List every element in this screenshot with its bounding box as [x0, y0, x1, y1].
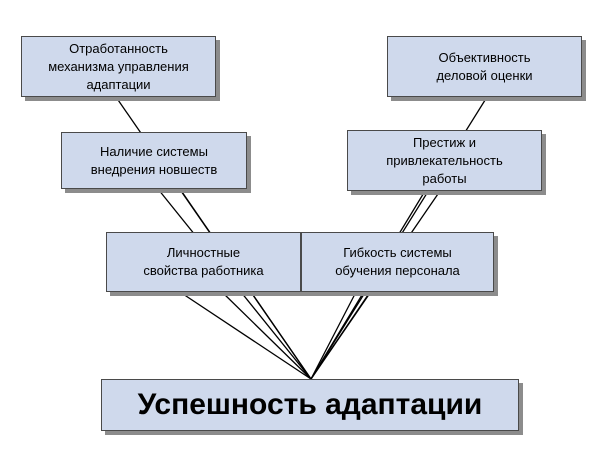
connector-personal-2 — [221, 291, 312, 380]
factor-box-objectivity: Объективность деловой оценки — [387, 36, 582, 97]
factor-box-training: Гибкость системы обучения персонала — [301, 232, 494, 292]
connector-training-1 — [310, 291, 357, 380]
factor-label-objectivity: Объективность деловой оценки — [436, 49, 533, 83]
factor-box-prestige: Престиж и привлекательность работы — [347, 130, 542, 191]
factor-box-personal: Личностные свойства работника — [106, 232, 301, 292]
factor-box-innovation: Наличие системы внедрения новшеств — [61, 132, 247, 189]
result-box: Успешность адаптации — [101, 379, 519, 431]
factor-label-training: Гибкость системы обучения персонала — [335, 245, 460, 278]
factor-label-mechanism: Отработанность механизма управления адап… — [48, 40, 189, 92]
connector-personal-1 — [179, 291, 312, 380]
result-label: Успешность адаптации — [137, 388, 483, 421]
connector-training-2 — [310, 291, 371, 380]
factor-box-mechanism: Отработанность механизма управления адап… — [21, 36, 216, 97]
factor-label-innovation: Наличие системы внедрения новшеств — [90, 143, 218, 177]
factor-label-personal: Личностные свойства работника — [143, 245, 264, 278]
factor-label-prestige: Престиж и привлекательность работы — [386, 134, 503, 186]
